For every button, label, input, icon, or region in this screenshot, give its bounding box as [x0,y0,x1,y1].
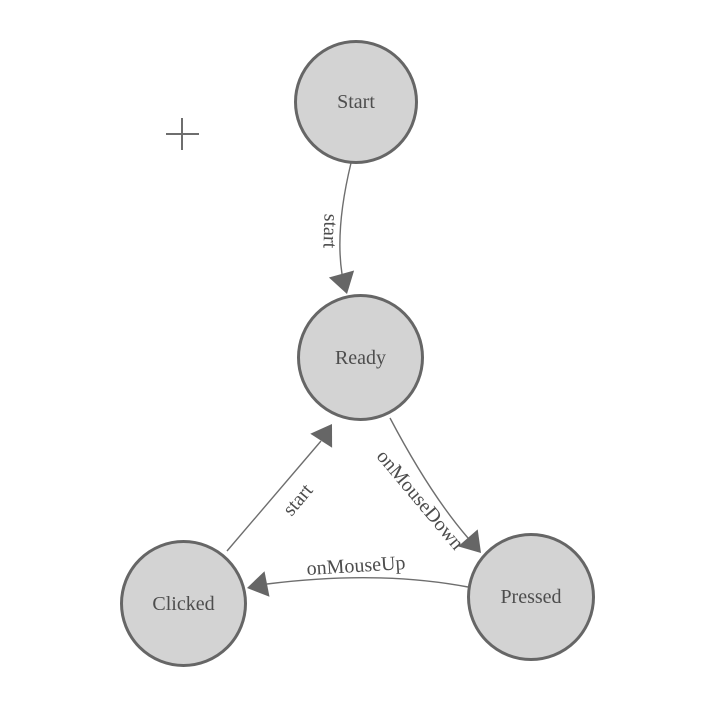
node-start[interactable]: Start [294,40,418,164]
node-pressed[interactable]: Pressed [467,533,595,661]
edge-start-to-ready[interactable] [339,162,352,275]
arrowhead-into-ready-bottom [310,424,333,448]
edge-clicked-to-ready[interactable] [226,440,322,552]
node-ready[interactable]: Ready [297,294,424,421]
node-start-label: Start [337,91,375,113]
edge-pressed-to-clicked[interactable] [266,576,469,588]
node-clicked[interactable]: Clicked [120,540,247,667]
node-pressed-label: Pressed [500,586,562,608]
edge-label-start-to-ready: start [318,213,342,249]
edge-ready-to-pressed[interactable] [389,417,469,539]
node-ready-label: Ready [334,346,387,369]
arrowhead-into-clicked [247,571,270,597]
arrowhead-into-pressed [458,529,481,553]
node-clicked-label: Clicked [152,592,215,615]
arrowhead-into-ready-top [328,270,355,294]
crosshair-icon [166,118,199,150]
